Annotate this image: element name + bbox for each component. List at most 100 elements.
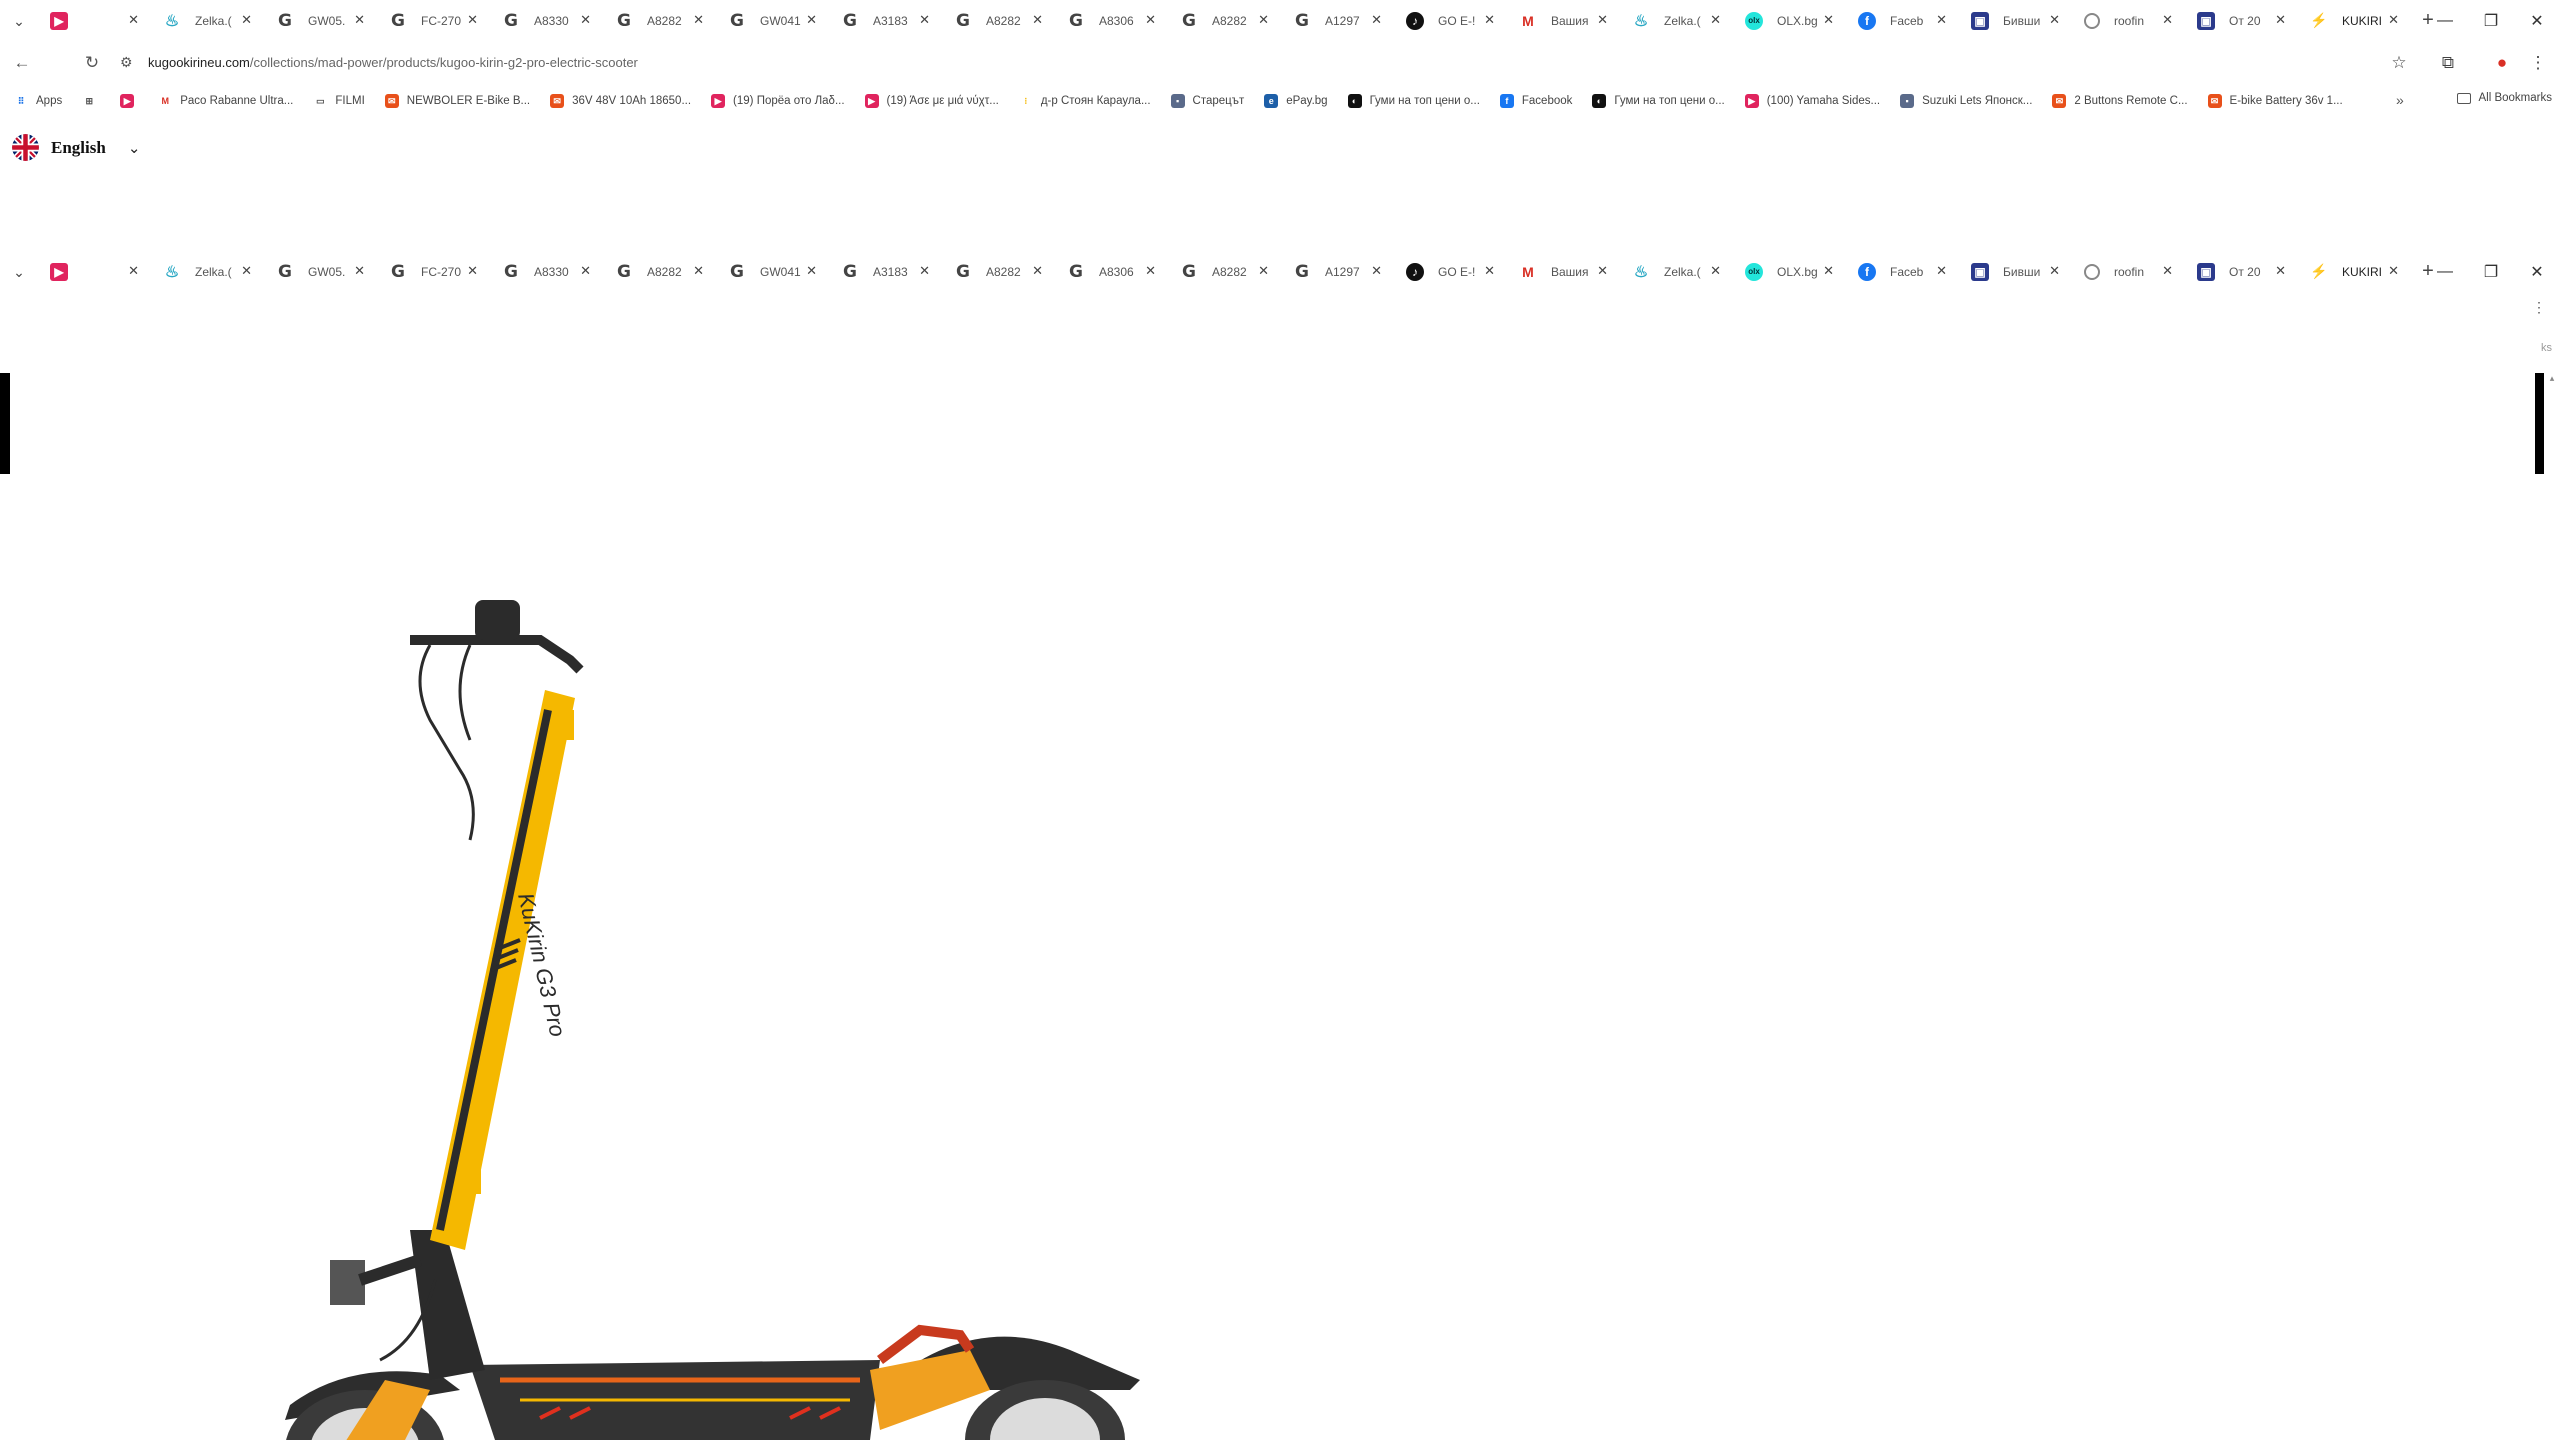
close-tab-icon[interactable]: ✕ (241, 12, 252, 27)
tab-dup-19[interactable]: ▣От 20✕ (2187, 251, 2300, 292)
tab-dup-12[interactable]: ♪GO E-!✕ (1396, 251, 1509, 292)
close-tab-icon[interactable]: ✕ (1371, 263, 1382, 278)
bookmark-item[interactable]: ▶(19) Порёа ото Лаδ... (711, 94, 845, 108)
tab-0[interactable]: ▶✕ (40, 0, 153, 41)
close-tab-icon[interactable]: ✕ (467, 12, 478, 27)
new-tab-plus-icon[interactable]: + (2422, 260, 2434, 282)
scroll-up-icon[interactable]: ▴ (2549, 373, 2555, 383)
bookmark-item[interactable]: ⠿Apps (14, 94, 62, 108)
tab-12[interactable]: ♪GO E-!✕ (1396, 0, 1509, 41)
reload-icon[interactable]: ↻ (84, 53, 100, 72)
tab-dup-1[interactable]: ♨Zelka.(✕ (153, 251, 266, 292)
tab-search-chevron-icon[interactable]: ⌄ (13, 12, 25, 29)
close-tab-icon[interactable]: ✕ (693, 12, 704, 27)
close-window-icon[interactable]: ✕ (2530, 263, 2544, 281)
tab-17[interactable]: ▣Бивши✕ (1961, 0, 2074, 41)
bookmark-item[interactable]: ▶ (120, 94, 142, 108)
close-tab-icon[interactable]: ✕ (1710, 12, 1721, 27)
close-tab-icon[interactable]: ✕ (2162, 12, 2173, 27)
tab-14[interactable]: ♨Zelka.(✕ (1622, 0, 1735, 41)
close-tab-icon[interactable]: ✕ (2388, 263, 2399, 278)
address-bar[interactable]: ⚙ kugookirineu.com/collections/mad-power… (120, 47, 2420, 77)
tab-19[interactable]: ▣От 20✕ (2187, 0, 2300, 41)
bookmark-item[interactable]: ✉2 Buttons Remote C... (2052, 94, 2188, 108)
bookmark-item[interactable]: ▪Suzuki Lets Японск... (1900, 94, 2032, 108)
close-tab-icon[interactable]: ✕ (806, 12, 817, 27)
close-tab-icon[interactable]: ✕ (919, 12, 930, 27)
language-selector[interactable]: English ⌄ (12, 134, 140, 161)
tab-dup-0[interactable]: ▶✕ (40, 251, 153, 292)
close-tab-icon[interactable]: ✕ (2275, 263, 2286, 278)
close-tab-icon[interactable]: ✕ (1597, 263, 1608, 278)
bookmark-item[interactable]: ▶(100) Yamaha Sides... (1744, 94, 1880, 108)
tab-search-chevron-icon[interactable]: ⌄ (13, 263, 25, 280)
restore-icon[interactable]: ❐ (2483, 263, 2499, 281)
close-tab-icon[interactable]: ✕ (2162, 263, 2173, 278)
close-tab-icon[interactable]: ✕ (1258, 12, 1269, 27)
close-tab-icon[interactable]: ✕ (1936, 12, 1947, 27)
bookmark-item[interactable]: ⊞ (82, 94, 104, 108)
close-tab-icon[interactable]: ✕ (806, 263, 817, 278)
close-tab-icon[interactable]: ✕ (1371, 12, 1382, 27)
close-window-icon[interactable]: ✕ (2530, 12, 2544, 30)
close-tab-icon[interactable]: ✕ (354, 263, 365, 278)
tab-20[interactable]: ⚡KUKIRI✕ (2300, 0, 2413, 41)
all-bookmarks-button[interactable]: All Bookmarks (2456, 92, 2552, 104)
bookmark-item[interactable]: ⁝д-р Стоян Караула... (1018, 94, 1151, 108)
bookmark-star-icon[interactable]: ☆ (2391, 53, 2407, 72)
close-tab-icon[interactable]: ✕ (1936, 263, 1947, 278)
menu-kebab-icon[interactable]: ⋮ (2532, 299, 2546, 315)
close-tab-icon[interactable]: ✕ (1484, 263, 1495, 278)
minimize-icon[interactable]: — (2437, 262, 2453, 280)
close-tab-icon[interactable]: ✕ (128, 263, 139, 278)
close-tab-icon[interactable]: ✕ (1145, 12, 1156, 27)
close-tab-icon[interactable]: ✕ (241, 263, 252, 278)
new-tab-plus-icon[interactable]: + (2422, 9, 2434, 31)
more-bookmarks-icon[interactable]: » (2396, 92, 2404, 108)
minimize-icon[interactable]: — (2437, 11, 2453, 29)
close-tab-icon[interactable]: ✕ (2275, 12, 2286, 27)
bookmark-item[interactable]: ▪Старецът (1170, 94, 1244, 108)
menu-kebab-icon[interactable]: ⋮ (2529, 53, 2547, 72)
close-tab-icon[interactable]: ✕ (2049, 263, 2060, 278)
close-tab-icon[interactable]: ✕ (1597, 12, 1608, 27)
tab-1[interactable]: ♨Zelka.(✕ (153, 0, 266, 41)
close-tab-icon[interactable]: ✕ (467, 263, 478, 278)
tab-dup-14[interactable]: ♨Zelka.(✕ (1622, 251, 1735, 292)
back-arrow-icon[interactable]: ← (13, 53, 31, 72)
tab-dup-17[interactable]: ▣Бивши✕ (1961, 251, 2074, 292)
close-tab-icon[interactable]: ✕ (1258, 263, 1269, 278)
close-tab-icon[interactable]: ✕ (2049, 12, 2060, 27)
close-tab-icon[interactable]: ✕ (1484, 12, 1495, 27)
close-tab-icon[interactable]: ✕ (693, 263, 704, 278)
bookmark-item[interactable]: ✉NEWBOLER E-Bike B... (384, 94, 530, 108)
tab-dup-18[interactable]: roofin✕ (2074, 251, 2187, 292)
bookmark-item[interactable]: ▶(19) Άσε με μιά νύχτ... (864, 94, 999, 108)
bookmark-item[interactable]: ✉36V 48V 10Ah 18650... (550, 94, 691, 108)
